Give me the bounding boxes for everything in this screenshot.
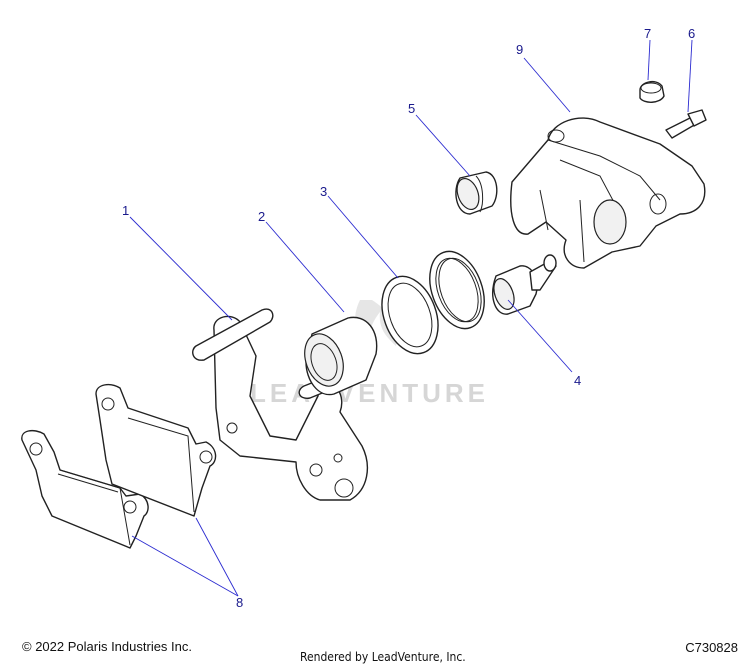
callout-6: 6 (688, 26, 695, 41)
callout-9: 9 (516, 42, 523, 57)
dust-seal[interactable] (420, 244, 494, 336)
callout-8: 8 (236, 595, 243, 610)
copyright-text: © 2022 Polaris Industries Inc. (22, 639, 192, 654)
brake-pad-rear[interactable] (95, 383, 217, 517)
callout-5: 5 (408, 101, 415, 116)
callout-4: 4 (574, 373, 581, 388)
piston-seal[interactable] (372, 269, 448, 362)
callout-3: 3 (320, 184, 327, 199)
bleeder-cap[interactable] (639, 80, 665, 103)
callout-1: 1 (122, 203, 129, 218)
bushing[interactable] (453, 171, 498, 215)
callout-2: 2 (258, 209, 265, 224)
callout-7: 7 (644, 26, 651, 41)
bleeder-screw[interactable] (665, 109, 707, 139)
callout-labels: 1 2 3 4 5 6 7 8 9 (122, 26, 695, 610)
diagram-code: C730828 (685, 640, 738, 655)
rendered-by-text: Rendered by LeadVenture, Inc. (300, 650, 466, 664)
leader-lines (129, 39, 693, 597)
slide-pin-boot[interactable] (490, 254, 557, 315)
watermark-text: LEADVENTURE (250, 378, 489, 408)
caliper-housing[interactable] (510, 117, 706, 269)
piston[interactable] (298, 316, 378, 396)
